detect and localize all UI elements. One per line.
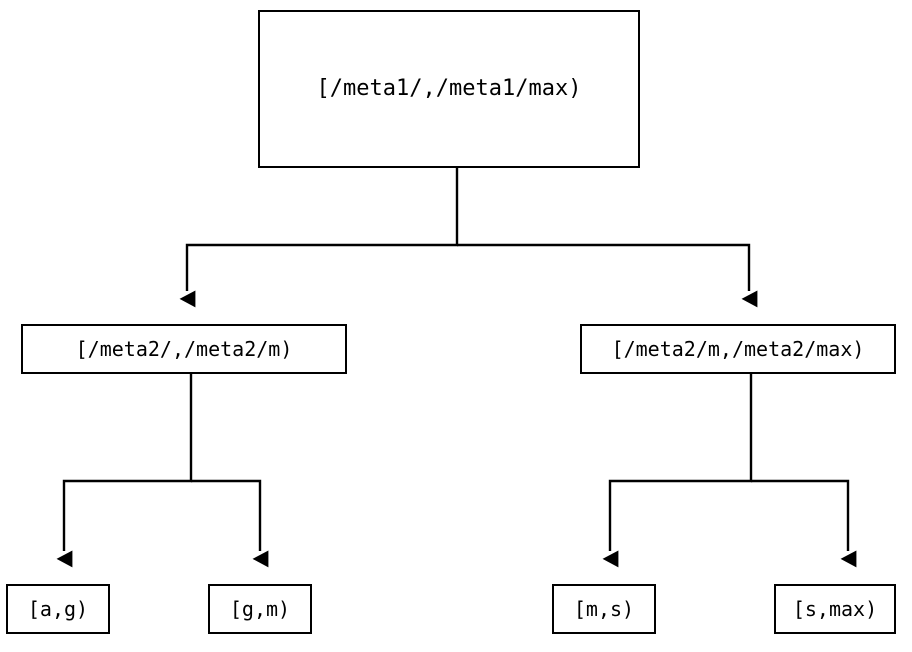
- tree-node-root: [/meta1/,/meta1/max): [258, 10, 640, 168]
- tree-node-leaf-3: [m,s): [552, 584, 656, 634]
- tree-node-leaf-1-label: [a,g): [27, 597, 89, 621]
- edge-root-to-mid-left: [179, 168, 459, 308]
- edge-root-to-mid-right: [457, 243, 758, 308]
- tree-node-mid-left: [/meta2/,/meta2/m): [21, 324, 347, 374]
- tree-node-leaf-4: [s,max): [774, 584, 896, 634]
- tree-node-root-label: [/meta1/,/meta1/max): [316, 76, 582, 101]
- edge-mid-left-to-leaf-2: [191, 479, 269, 568]
- edge-mid-left-to-leaf-1: [56, 374, 193, 568]
- tree-node-leaf-2-label: [g,m): [229, 597, 291, 621]
- tree-node-leaf-4-label: [s,max): [792, 597, 878, 621]
- tree-node-mid-right: [/meta2/m,/meta2/max): [580, 324, 896, 374]
- tree-node-mid-left-label: [/meta2/,/meta2/m): [75, 337, 293, 361]
- tree-node-leaf-1: [a,g): [6, 584, 110, 634]
- edge-mid-right-to-leaf-4: [751, 479, 857, 568]
- edge-mid-right-to-leaf-3: [602, 374, 753, 568]
- tree-node-leaf-2: [g,m): [208, 584, 312, 634]
- tree-node-mid-right-label: [/meta2/m,/meta2/max): [611, 337, 865, 361]
- tree-node-leaf-3-label: [m,s): [573, 597, 635, 621]
